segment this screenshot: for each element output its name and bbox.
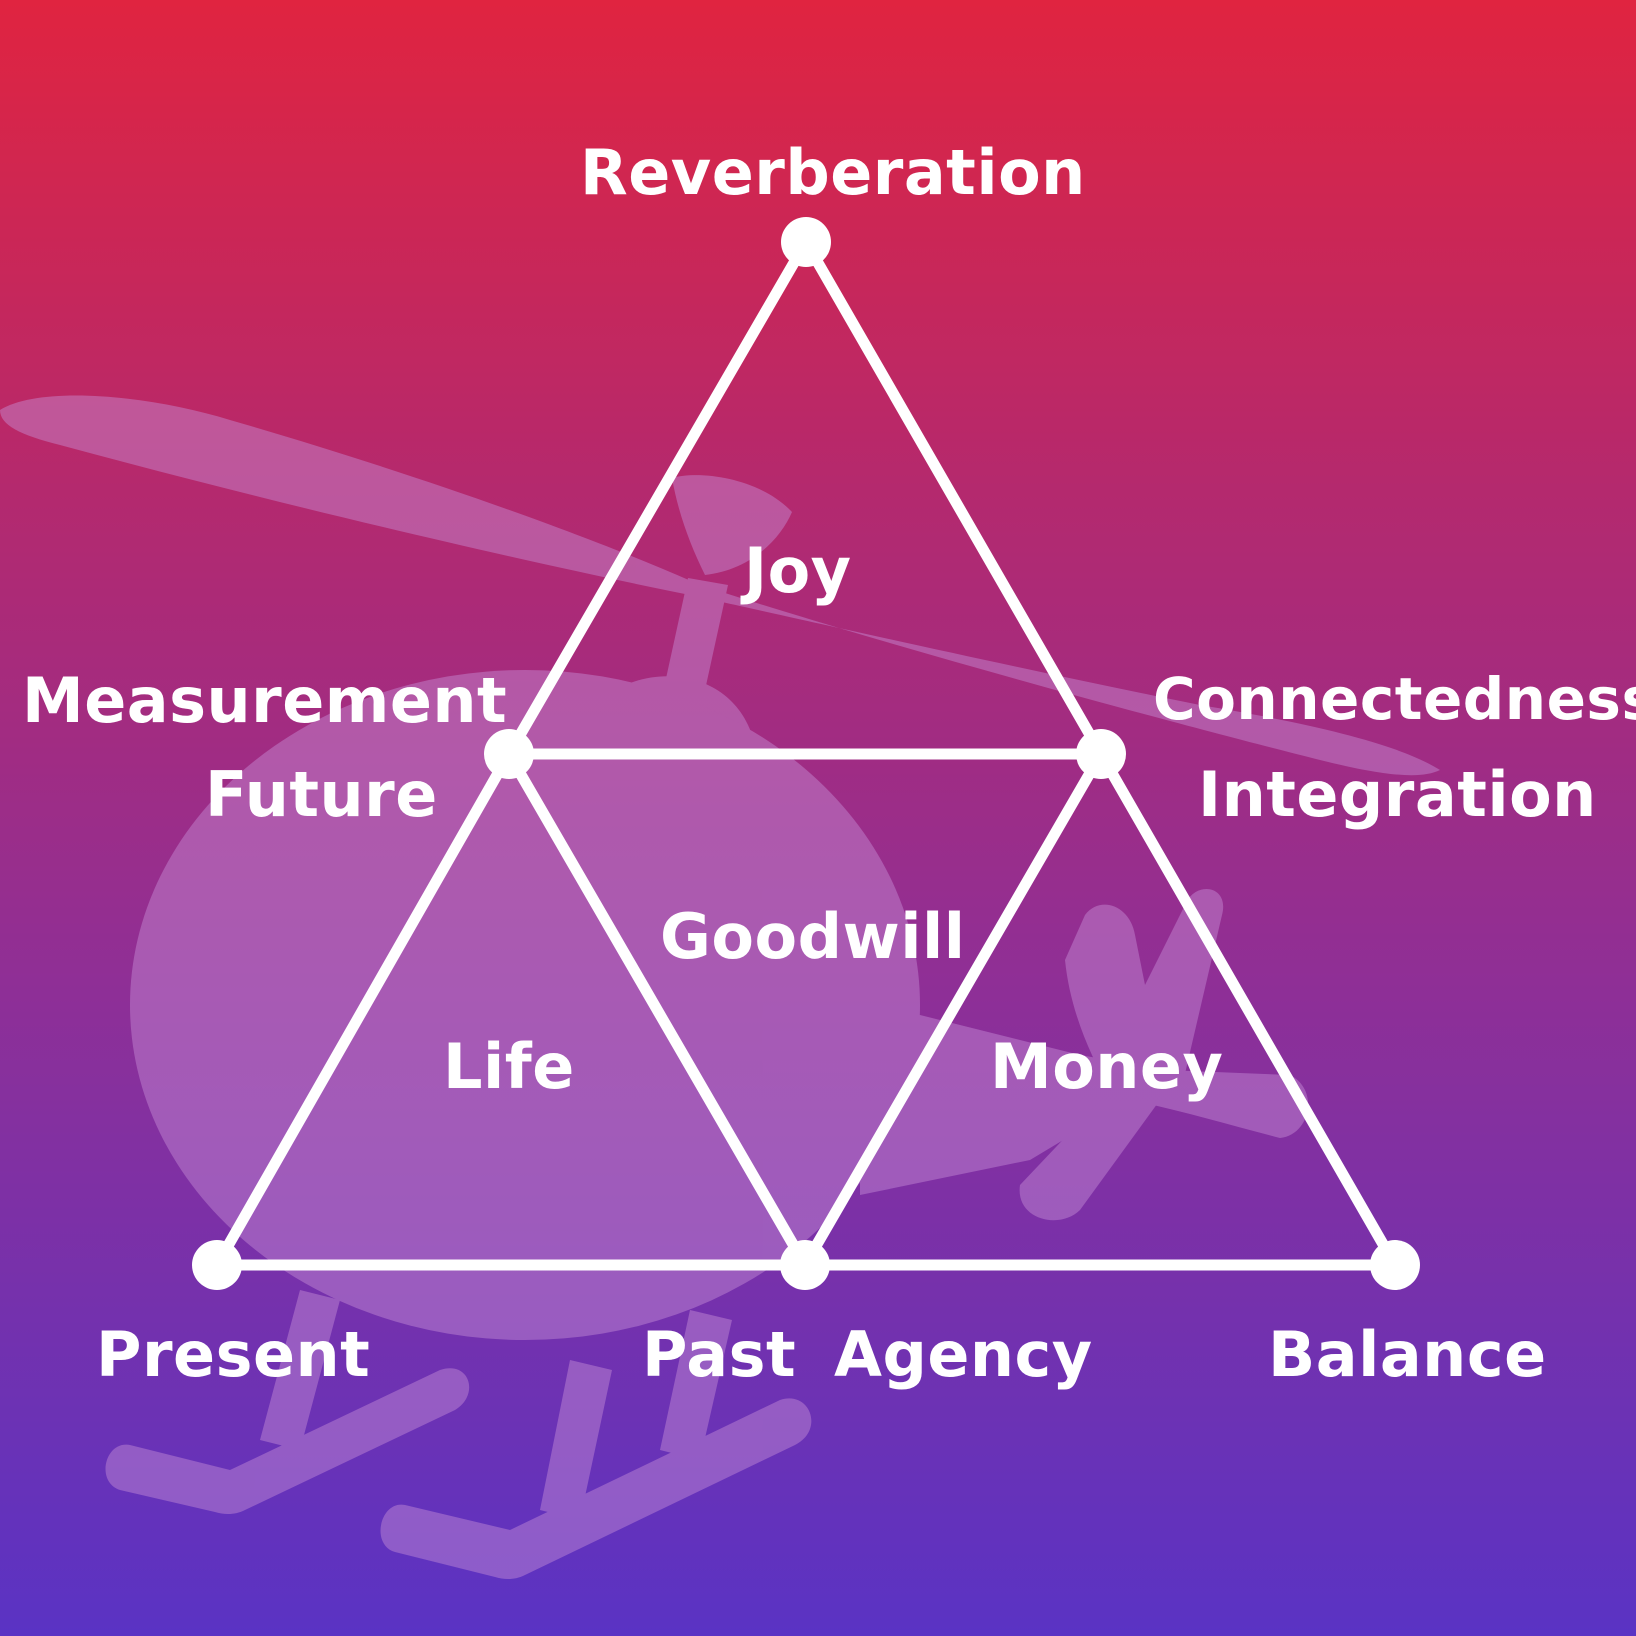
region-money: Money (990, 1030, 1224, 1103)
node-bottom-center (780, 1240, 830, 1290)
edge-midleft-to-bottomleft (211, 748, 515, 1271)
node-bottom-left (192, 1240, 242, 1290)
label-present: Present (96, 1318, 371, 1391)
edge-top-to-midleft (503, 236, 812, 760)
edge-midright-to-bottomcenter (799, 748, 1107, 1271)
node-top (781, 217, 831, 267)
region-joy: Joy (744, 534, 852, 607)
edge-midright-to-bottomright (1095, 748, 1401, 1271)
region-goodwill: Goodwill (660, 900, 966, 973)
node-mid-right (1076, 729, 1126, 779)
label-integration: Integration (1198, 758, 1597, 831)
label-past: Past (642, 1318, 797, 1391)
node-bottom-right (1370, 1240, 1420, 1290)
label-measurement: Measurement (22, 664, 508, 737)
label-connectedness: Connectedness (1153, 665, 1636, 733)
label-agency: Agency (834, 1318, 1093, 1391)
edge-midleft-to-bottomcenter (503, 748, 811, 1271)
edge-top-to-midright (800, 236, 1107, 760)
label-balance: Balance (1268, 1318, 1547, 1391)
node-mid-left (484, 729, 534, 779)
label-future: Future (205, 758, 438, 831)
region-life: Life (443, 1030, 575, 1103)
label-reverberation: Reverberation (580, 136, 1086, 209)
